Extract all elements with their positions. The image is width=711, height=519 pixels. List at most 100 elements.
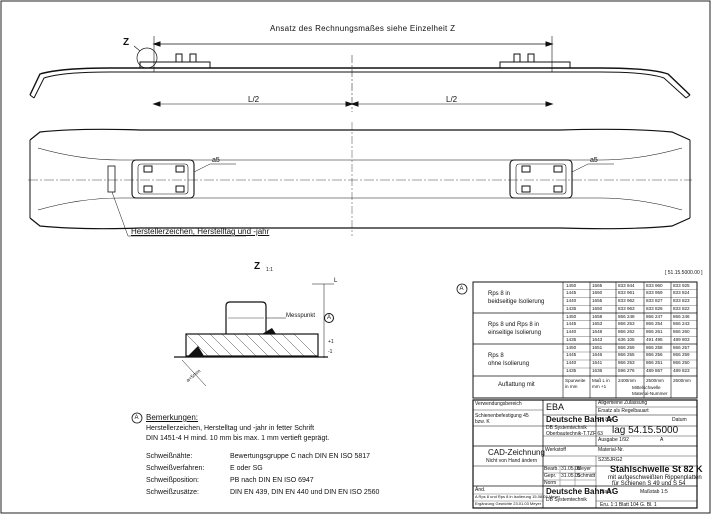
table-cell: 866 254 — [646, 321, 663, 327]
table-cell: 1660 — [592, 290, 603, 296]
table-cell: 866 248 — [618, 313, 635, 319]
table-cell: 489 803 — [673, 336, 690, 342]
spec-value-filler: DIN EN 439, DIN EN 440 und DIN EN ISO 25… — [230, 489, 380, 496]
detail-plus-mark: +1 — [328, 339, 334, 345]
werkstoff-value: S235JRG2 — [598, 457, 623, 463]
table-cell: 1440 — [566, 298, 577, 303]
norm-label: Norm — [544, 480, 557, 486]
table-cell: 636 105 — [618, 336, 635, 342]
table-cell: 1440 — [566, 360, 577, 365]
table-cell: 833 962 — [618, 298, 635, 303]
table-footer-2600: 2600mm — [673, 378, 691, 383]
footer-text: Eru. 1:1 Blatt 104 G. Bl. 1 — [600, 502, 657, 508]
table-cell: 1636 — [592, 367, 603, 373]
material-table-grid — [472, 281, 698, 399]
ersatz-number: Ril 824 — [598, 417, 614, 423]
table-cell: 596 276 — [618, 367, 635, 373]
bearb-date: 31.05.05 — [561, 466, 581, 472]
table-cell: 1650 — [592, 305, 603, 311]
table-group-label: Rps 8 ohne Isolierung — [488, 353, 530, 367]
table-cell: 1435 — [566, 367, 577, 373]
company-name: Deutsche Bahn AG — [546, 415, 619, 424]
title-block-grid — [472, 399, 698, 509]
notes-marker: A — [134, 415, 139, 421]
spec-value-position: PB nach DIN EN ISO 6947 — [230, 477, 314, 484]
spec-label-process: Schweißverfahren: — [146, 465, 205, 472]
gepr-label: Gepr. — [544, 473, 557, 479]
table-cell: 1651 — [592, 344, 603, 350]
messpunkt-marker: A — [324, 313, 334, 323]
detail-l-mark: L — [334, 278, 338, 284]
elevation-view — [29, 36, 691, 112]
table-cell: 866 261 — [646, 329, 663, 334]
cad-title: CAD-Zeichnung — [488, 448, 545, 457]
table-cell: 1643 — [592, 336, 603, 342]
table-cell: 1435 — [566, 336, 577, 342]
table-cell: 866 259 — [673, 352, 690, 358]
table-cell: 866 256 — [646, 352, 663, 358]
table-cell: 866 246 — [673, 313, 690, 319]
table-cell: 866 243 — [673, 321, 690, 327]
blatt-label: Blatt 1 — [600, 489, 615, 495]
notes-heading: Bemerkungen: — [146, 413, 199, 422]
index-label: A — [660, 437, 664, 443]
table-footer-2500: 2500mm — [646, 378, 664, 383]
weld-size-right: a5 — [590, 157, 598, 164]
notes-line-2: DIN 1451-4 H mind. 10 mm bis max. 1 mm v… — [146, 435, 330, 442]
table-cell: 1450 — [566, 282, 577, 288]
ersatz-label: Ersatz als Regelbauart — [598, 408, 649, 414]
table-cell: 866 253 — [618, 321, 635, 327]
eba-label: EBA — [546, 402, 565, 412]
table-cell: 1450 — [566, 344, 577, 350]
table-cell: 833 925 — [673, 282, 690, 288]
table-cell: 489 823 — [673, 367, 690, 373]
spec-label-position: Schweißposition: — [146, 477, 199, 484]
spec-label-filler: Schweißzusätze: — [146, 489, 199, 496]
table-cell: 833 963 — [618, 305, 635, 311]
table-cell: 1641 — [592, 360, 603, 365]
drawing-subtitle-1: mit aufgeschweißten Rippenplatten — [608, 475, 702, 481]
table-marker: A — [459, 286, 464, 292]
notes-line-1: Herstellerzeichen, Herstelltag und -jahr… — [146, 425, 315, 432]
table-cell: 1435 — [566, 305, 577, 311]
revision-label: Änd. — [475, 487, 486, 493]
table-cell: 833 944 — [618, 282, 635, 288]
detail-z-title: Z — [254, 261, 261, 272]
table-cell: 1653 — [592, 321, 603, 327]
table-cell: 833 823 — [673, 298, 690, 303]
notes-marker-circle — [131, 412, 143, 424]
plan-view — [28, 122, 692, 237]
material-nr-label: Material-Nr. — [598, 447, 624, 453]
table-cell: 1445 — [566, 321, 577, 327]
table-cell: 1655 — [592, 298, 603, 303]
table-footer-material-caption: Mittelschwelle Material-Nummer — [632, 385, 668, 396]
detail-minus-mark: -1 — [328, 349, 333, 355]
table-cell: 833 822 — [673, 305, 690, 311]
table-cell: 833 826 — [646, 305, 663, 311]
ausgabe-label: Ausgabe 1/92 — [598, 437, 629, 443]
drawing-subtitle-2: für Schienen S 49 und S 54 — [612, 481, 686, 487]
detail-z-view — [174, 283, 334, 387]
table-cell: 866 259 — [618, 344, 635, 350]
table-cell: 866 251 — [646, 360, 663, 365]
table-cell: 866 258 — [646, 344, 663, 350]
table-cell: 1665 — [592, 282, 603, 288]
bearb-name: Meyer — [577, 466, 591, 472]
detail-z-scale: 1:1 — [266, 267, 273, 273]
datum-label: Datum — [672, 417, 687, 423]
messpunkt-label: Messpunkt — [286, 313, 316, 319]
bearb-label: Bearb. — [544, 466, 559, 472]
table-footer-label: Auflattung mit — [498, 382, 535, 388]
table-cell: 866 255 — [618, 352, 635, 358]
table-cell: 833 959 — [646, 290, 663, 296]
schienen-label: Schienenbefestigung 45 bzw. K — [475, 413, 529, 425]
revision-row-2: Ergänzung Gewichte 23.01.03 Meyer — [475, 501, 542, 506]
gepr-date: 31.05.05 — [561, 473, 581, 479]
table-cell: 833 827 — [646, 298, 663, 303]
table-cell: 491 495 — [646, 336, 663, 342]
table-footer-2400: 2400mm — [618, 378, 636, 383]
hersteller-label: Herstellerzeichen, Herstelltag und -jahr — [131, 227, 270, 236]
table-cell: 866 260 — [673, 329, 690, 334]
